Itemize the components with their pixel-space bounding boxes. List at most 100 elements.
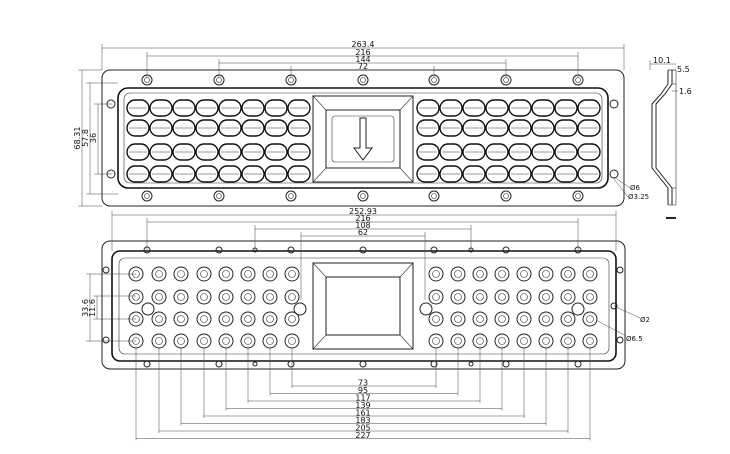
top-hole-inner (216, 77, 222, 83)
side-profile-inner (655, 70, 673, 205)
bottom-led-inner (155, 315, 163, 323)
bottom-led-inner (200, 270, 208, 278)
bottom-led-inner (155, 337, 163, 345)
bottom-large-hole (293, 302, 307, 316)
bottom-led-inner (432, 270, 440, 278)
top-hole-inner (431, 77, 437, 83)
bottom-led (494, 311, 510, 327)
bottom-led-inner (288, 337, 296, 345)
bottom-dim-label: 183 (355, 416, 370, 425)
dim-5-5: 5.5 (677, 65, 690, 74)
bottom-led (240, 311, 256, 327)
top-side-hole (609, 169, 619, 179)
bottom-hole (359, 360, 367, 368)
bottom-led (582, 266, 598, 282)
bottom-led (560, 311, 576, 327)
bottom-frame-inner (118, 257, 610, 355)
bottom-led (428, 333, 444, 349)
bottom-led (516, 289, 532, 305)
bottom-view: 252.93 216 108 62 33.6 11.6 73 (81, 207, 650, 441)
bottom-led (262, 333, 278, 349)
top-hole (357, 190, 369, 202)
bottom-led (218, 333, 234, 349)
bottom-led-inner (200, 315, 208, 323)
dim-36: 36 (89, 133, 98, 143)
bottom-led-inner (542, 315, 550, 323)
top-hole-inner (575, 193, 581, 199)
bottom-led (494, 333, 510, 349)
bottom-led (151, 289, 167, 305)
bottom-led-inner (564, 293, 572, 301)
top-hole-inner (503, 193, 509, 199)
bottom-side-hole (102, 266, 110, 274)
bottom-vertical-dims: 33.6 11.6 (81, 273, 136, 342)
dim-62: 62 (358, 228, 368, 237)
top-hole (285, 190, 297, 202)
bottom-led (262, 289, 278, 305)
bottom-led-inner (476, 337, 484, 345)
bottom-led (494, 289, 510, 305)
bottom-led-inner (498, 337, 506, 345)
top-inner-frame-2 (123, 92, 603, 184)
bottom-dim-label: 117 (355, 394, 370, 403)
bottom-led (196, 289, 212, 305)
bottom-led-array (128, 266, 598, 349)
top-mounting-holes (106, 74, 619, 202)
bottom-led (173, 311, 189, 327)
bottom-led (240, 266, 256, 282)
dim-33-6: 33.6 (81, 299, 90, 317)
bottom-led (450, 311, 466, 327)
bottom-led-inner (498, 293, 506, 301)
bottom-window-inner (325, 276, 401, 336)
bottom-led (173, 289, 189, 305)
top-hole (428, 190, 440, 202)
bottom-led (516, 333, 532, 349)
bottom-led-inner (132, 293, 140, 301)
bottom-dim-label: 205 (355, 424, 370, 433)
bottom-led (472, 266, 488, 282)
bottom-small-hole (252, 361, 258, 367)
bottom-led (173, 266, 189, 282)
top-center-window (312, 95, 414, 183)
bottom-led (240, 289, 256, 305)
side-profile-outer (651, 70, 669, 205)
top-outer-plate (101, 69, 625, 207)
top-lens-array (126, 99, 601, 183)
top-hole-inner (575, 77, 581, 83)
bottom-led (516, 311, 532, 327)
top-window-inner (325, 109, 401, 169)
bottom-side-hole (616, 266, 624, 274)
top-hole-inner (288, 77, 294, 83)
bottom-led (196, 311, 212, 327)
bottom-led (218, 266, 234, 282)
bottom-small-hole (468, 361, 474, 367)
top-hole (572, 190, 584, 202)
direction-arrow-icon (353, 117, 373, 161)
bottom-led (196, 333, 212, 349)
bottom-led-inner (520, 315, 528, 323)
bottom-led-inner (222, 315, 230, 323)
bottom-led-inner (432, 293, 440, 301)
bottom-led (494, 266, 510, 282)
bottom-led-inner (498, 315, 506, 323)
side-view: 10.1 5.5 1.6 (649, 56, 692, 219)
dim-72: 72 (358, 62, 368, 71)
bottom-dim-label: 139 (355, 401, 370, 410)
bottom-led-inner (177, 337, 185, 345)
bottom-led (472, 311, 488, 327)
top-hole (357, 74, 369, 86)
bottom-window-outer (312, 262, 414, 350)
bottom-dim-label: 95 (358, 386, 368, 395)
bottom-led-inner (266, 315, 274, 323)
bottom-large-hole (141, 302, 155, 316)
bottom-led (284, 289, 300, 305)
bottom-led (173, 333, 189, 349)
bottom-large-hole (419, 302, 433, 316)
bottom-led (428, 311, 444, 327)
bottom-led-inner (542, 270, 550, 278)
bottom-led-inner (454, 337, 462, 345)
bottom-led-inner (288, 293, 296, 301)
bottom-led-inner (454, 315, 462, 323)
bottom-led-inner (244, 270, 252, 278)
